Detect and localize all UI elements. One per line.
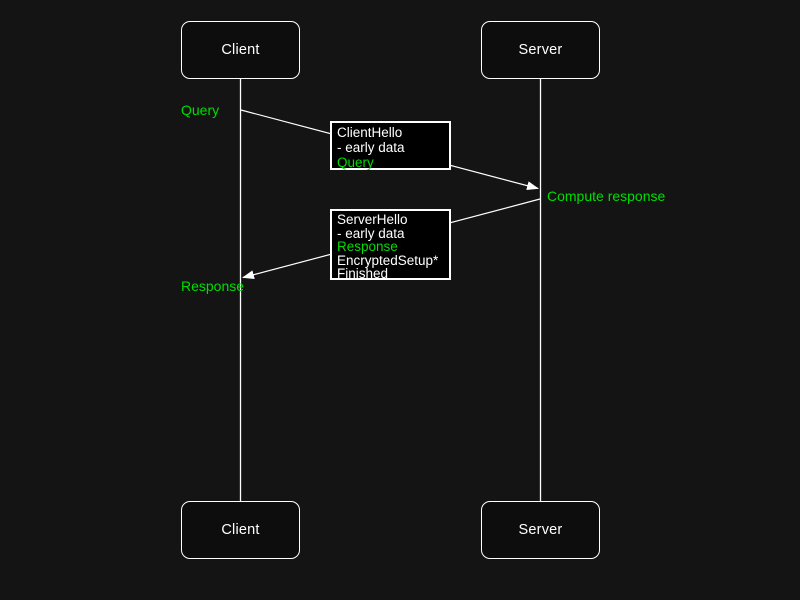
message-line: Query [337,155,374,170]
compute-response-label: Compute response [547,188,666,204]
actor-label: Client [221,522,260,538]
message-line: Response [337,239,398,255]
actor-client-top: Client [181,21,300,79]
message-line: Finished [337,266,389,282]
actor-label: Server [518,42,563,58]
actor-server-bottom: Server [481,501,600,559]
message-line: EncryptedSetup* [337,252,439,268]
message-box-client-hello: ClientHello - early data Query [330,121,451,170]
actor-label: Client [221,42,260,58]
query-label: Query [181,102,220,118]
message-line: - early data [337,225,405,241]
actor-client-bottom: Client [181,501,300,559]
response-label: Response [181,278,245,294]
message-line: - early data [337,140,405,155]
message-line: ServerHello [337,212,408,227]
message-box-server-hello: ServerHello - early data Response Encryp… [330,209,451,280]
actor-label: Server [518,522,563,538]
actor-server-top: Server [481,21,600,79]
message-line: ClientHello [337,125,403,140]
